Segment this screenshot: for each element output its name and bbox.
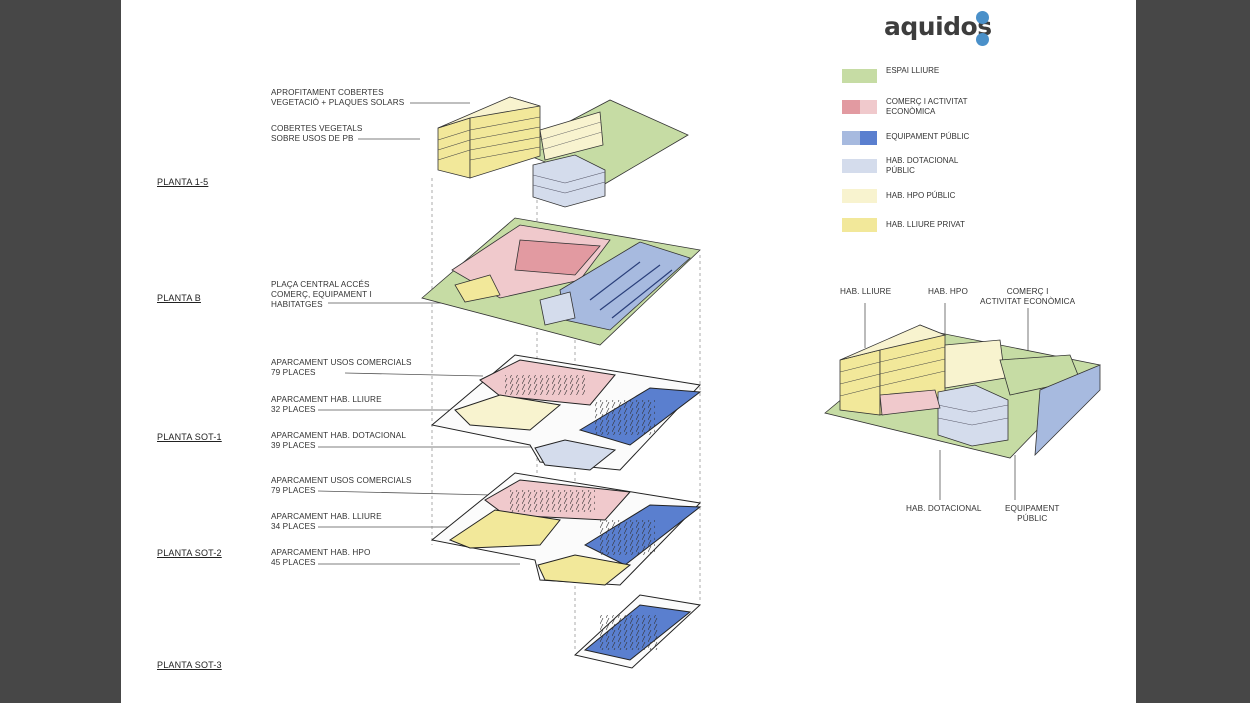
note-placa-central: PLAÇA CENTRAL ACCÉS COMERÇ, EQUIPAMENT I… bbox=[271, 280, 372, 309]
level-sot-3-drawing bbox=[573, 594, 702, 669]
legend-item-espai-lliure: ESPAI LLIURE bbox=[842, 66, 1012, 86]
legend-swatch bbox=[842, 69, 877, 83]
overview-label-comerc: COMERÇ I ACTIVITAT ECONÒMICA bbox=[980, 287, 1076, 306]
legend-item-equipament: EQUIPAMENT PÚBLIC bbox=[842, 128, 1012, 148]
overview-label-hab-hpo: HAB. HPO bbox=[928, 287, 968, 296]
legend-swatch bbox=[842, 131, 877, 145]
level-sot-1-drawing bbox=[430, 354, 702, 471]
overview-axonometric bbox=[824, 324, 1101, 459]
note-aparcament-comercials-sot1: APARCAMENT USOS COMERCIALS 79 PLACES bbox=[271, 358, 412, 377]
level-b-drawing bbox=[421, 217, 701, 346]
overview-label-hab-dotacional: HAB. DOTACIONAL bbox=[906, 504, 982, 513]
legend-item-hab-hpo: HAB. HPO PÚBLIC bbox=[842, 186, 1012, 206]
note-aparcament-lliure-sot2: APARCAMENT HAB. LLIURE 34 PLACES bbox=[271, 512, 382, 531]
projection-guides bbox=[431, 178, 701, 650]
note-aprofitament-cobertes: APROFITAMENT COBERTES VEGETACIÓ + PLAQUE… bbox=[271, 88, 405, 107]
level-sot-2-drawing bbox=[430, 472, 702, 586]
level-label-planta-sot-2: PLANTA SOT-2 bbox=[157, 548, 222, 558]
overview-label-equipament: EQUIPAMENT PÚBLIC bbox=[1005, 504, 1060, 523]
note-aparcament-comercials-sot2: APARCAMENT USOS COMERCIALS 79 PLACES bbox=[271, 476, 412, 495]
level-label-planta-1-5: PLANTA 1-5 bbox=[157, 177, 209, 187]
overview-label-hab-lliure: HAB. LLIURE bbox=[840, 287, 892, 296]
logo-dots-icon bbox=[976, 11, 992, 49]
legend-swatch bbox=[842, 189, 877, 203]
level-label-planta-sot-3: PLANTA SOT-3 bbox=[157, 660, 222, 670]
aquidos-logo: aquidos bbox=[884, 12, 992, 41]
legend-item-hab-lliure: HAB. LLIURE PRIVAT bbox=[842, 215, 1012, 235]
note-aparcament-dotacional-sot1: APARCAMENT HAB. DOTACIONAL 39 PLACES bbox=[271, 431, 406, 450]
legend-swatch bbox=[842, 159, 877, 173]
note-cobertes-vegetals: COBERTES VEGETALS SOBRE USOS DE PB bbox=[271, 124, 363, 143]
legend-swatch bbox=[842, 218, 877, 232]
note-aparcament-lliure-sot1: APARCAMENT HAB. LLIURE 32 PLACES bbox=[271, 395, 382, 414]
level-label-planta-b: PLANTA B bbox=[157, 293, 201, 303]
note-aparcament-hpo-sot2: APARCAMENT HAB. HPO 45 PLACES bbox=[271, 548, 371, 567]
legend-swatch bbox=[842, 100, 877, 114]
legend-item-comerc: COMERÇ I ACTIVITAT ECONÒMICA bbox=[842, 97, 1012, 117]
level-label-planta-sot-1: PLANTA SOT-1 bbox=[157, 432, 222, 442]
level-1-5-drawing bbox=[437, 96, 689, 208]
legend-item-hab-dotacional: HAB. DOTACIONAL PÚBLIC bbox=[842, 156, 1012, 176]
